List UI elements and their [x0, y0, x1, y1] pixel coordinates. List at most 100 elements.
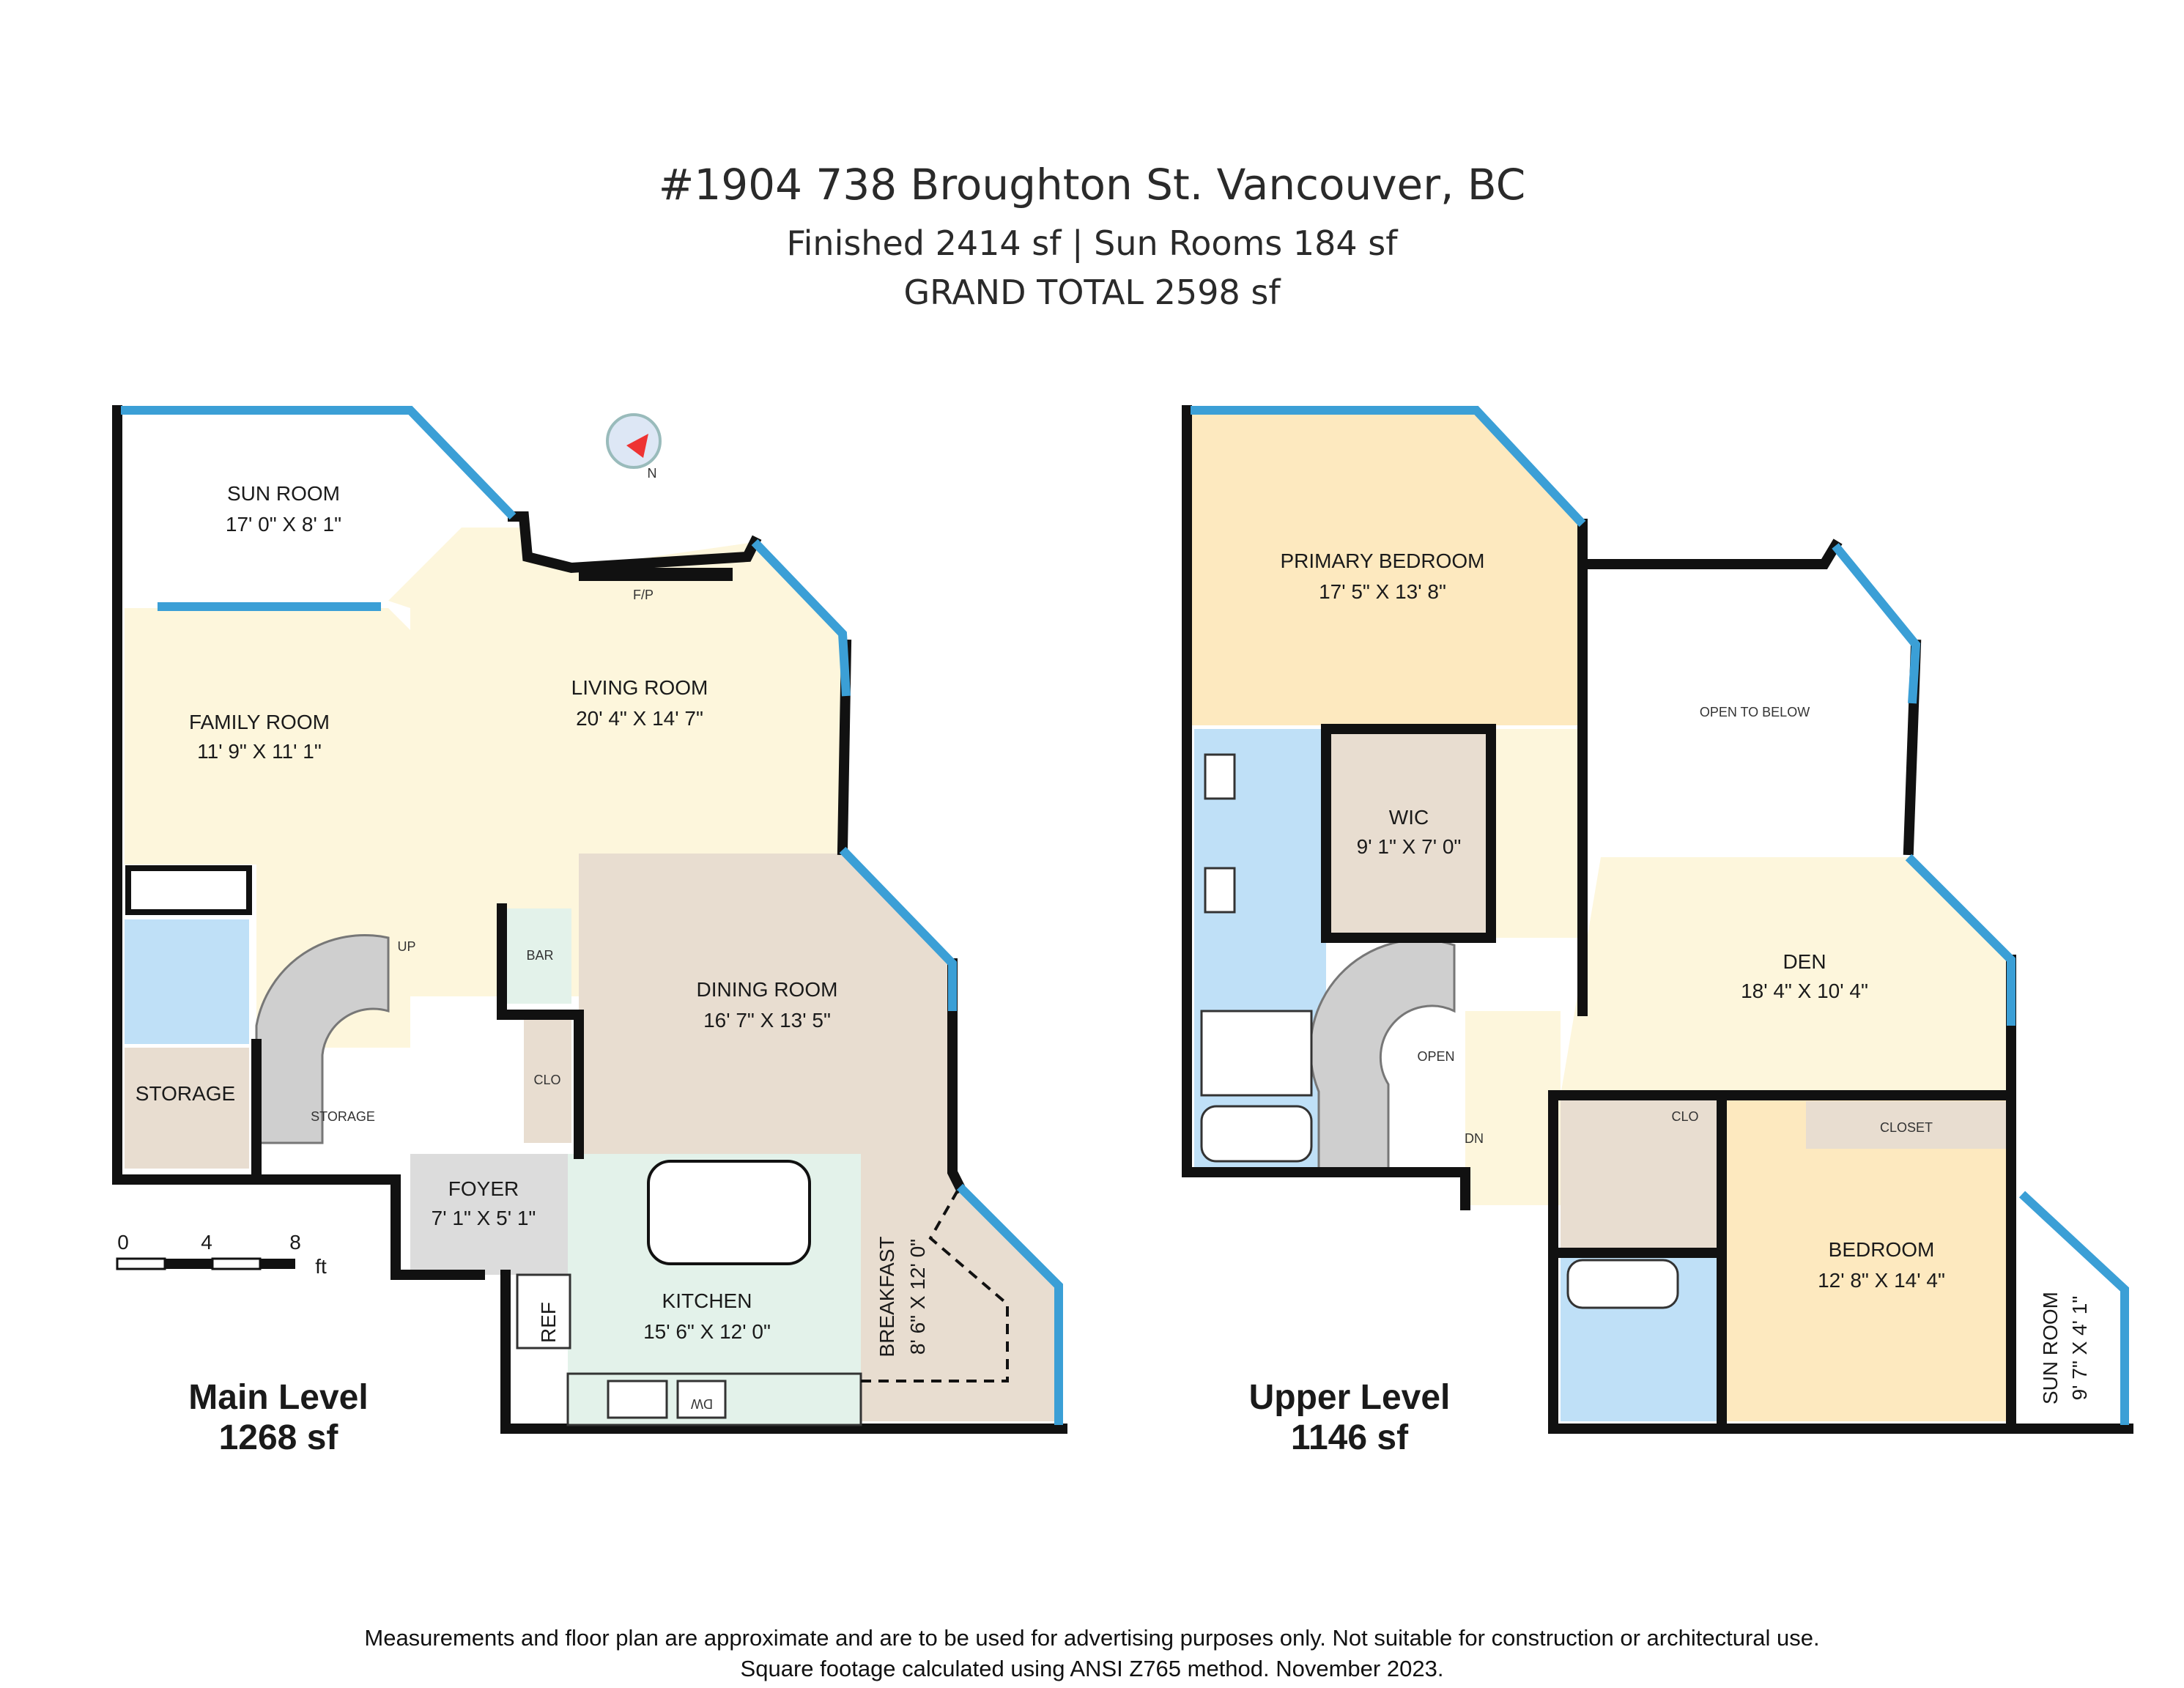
- main-wall-right: [947, 958, 967, 1194]
- dw-label: DW: [691, 1396, 713, 1411]
- closet-label: CLOSET: [1880, 1120, 1933, 1135]
- sun-room-dim: 17' 0" X 8' 1": [226, 513, 341, 536]
- dining-window: [839, 846, 957, 1011]
- living-room-fill: [388, 528, 843, 996]
- sun-room-window-top: [121, 406, 517, 520]
- den-dim: 18' 4" X 10' 4": [1741, 980, 1868, 1002]
- grand-total: GRAND TOTAL 2598 sf: [903, 273, 1281, 312]
- foyer-fill: [410, 1154, 568, 1275]
- main-wall-bottom: [500, 1270, 1067, 1434]
- breakfast-dashed: [861, 1186, 1009, 1382]
- living-room-label: LIVING ROOM: [571, 676, 708, 699]
- bar-label: BAR: [526, 948, 553, 963]
- foyer-dim: 7' 1" X 5' 1": [432, 1207, 536, 1229]
- upper-wall-top-right: [1585, 538, 1843, 569]
- open-below-window: [1832, 543, 1921, 704]
- dining-room-label: DINING ROOM: [697, 978, 838, 1001]
- upper-sun-room-fill: [2022, 1194, 2125, 1425]
- bedroom-dim: 12' 8" X 14' 4": [1818, 1269, 1945, 1292]
- dw-box: [676, 1380, 727, 1419]
- shower: [1200, 1010, 1313, 1097]
- wic-label: WIC: [1389, 806, 1429, 829]
- wic-fill: [1330, 729, 1487, 938]
- upper-wall-bottom: [1548, 1090, 2133, 1434]
- breakfast-fill: [861, 1154, 1059, 1421]
- upper-tub: [1566, 1259, 1679, 1309]
- compass-icon: N: [606, 413, 662, 481]
- fp-label: F/P: [633, 588, 654, 602]
- family-room-dim: 11' 9" X 11' 1": [197, 740, 322, 763]
- plan-title: #1904 738 Broughton St. Vancouver, BC: [658, 160, 1526, 210]
- disclaimer-line-1: Measurements and floor plan are approxim…: [364, 1625, 1820, 1651]
- upper-wall-left: [1182, 405, 1470, 1210]
- primary-bedroom-fill: [1187, 410, 1583, 725]
- dining-room-dim: 16' 7" X 13' 5": [703, 1009, 831, 1032]
- main-stair: [255, 933, 390, 1144]
- main-level-plan: N SUN ROOM 17' 0" X 8' 1" FAMILY ROOM 11…: [112, 405, 1067, 1434]
- bar-fill: [506, 908, 571, 1004]
- storage-small-label: STORAGE: [311, 1109, 375, 1124]
- wic-dim: 9' 1" X 7' 0": [1357, 835, 1462, 858]
- compass-n: N: [648, 466, 657, 481]
- up-label: UP: [397, 939, 415, 954]
- upper-sun-room-dim: 9' 7" X 4' 1": [2068, 1296, 2091, 1401]
- breakfast-label: BREAKFAST: [876, 1237, 898, 1358]
- vanity-2: [1204, 867, 1236, 914]
- bedroom-label: BEDROOM: [1829, 1238, 1935, 1261]
- shelf: [125, 865, 252, 915]
- scale-unit: ft: [315, 1255, 327, 1278]
- upper-clo-label: CLO: [1671, 1109, 1698, 1124]
- ref-label: REF: [537, 1302, 560, 1343]
- dn-label: DN: [1465, 1131, 1484, 1146]
- primary-bedroom-dim: 17' 5" X 13' 8": [1319, 580, 1446, 603]
- kitchen-label: KITCHEN: [662, 1289, 752, 1312]
- primary-window: [1191, 406, 1586, 528]
- foyer-label: FOYER: [448, 1177, 519, 1200]
- open-to-below-label: OPEN TO BELOW: [1700, 705, 1810, 719]
- upper-level-name: Upper Level: [1248, 1378, 1451, 1417]
- breakfast-dim: 8' 6" X 12' 0": [906, 1239, 929, 1355]
- upper-level-plan: PRIMARY BEDROOM 17' 5" X 13' 8" OPEN TO …: [1182, 405, 2133, 1434]
- sun-room-label: SUN ROOM: [227, 482, 340, 505]
- upper-stair: [1309, 939, 1456, 1170]
- vanity-1: [1204, 753, 1236, 800]
- main-wall-left: [112, 405, 485, 1280]
- living-window-right: [751, 538, 851, 697]
- breakfast-window: [956, 1183, 1063, 1425]
- storage-label: STORAGE: [136, 1082, 235, 1105]
- clo-label: CLO: [533, 1073, 560, 1087]
- main-level-name: Main Level: [188, 1378, 369, 1417]
- main-level-area: 1268 sf: [218, 1418, 338, 1457]
- kitchen-dim: 15' 6" X 12' 0": [643, 1320, 771, 1343]
- upper-level-title: Upper Level 1146 sf: [1203, 1377, 1496, 1458]
- hall-fill: [1491, 729, 1586, 938]
- upper-sun-room-label: SUN ROOM: [2039, 1292, 2062, 1404]
- area-summary: Finished 2414 sf | Sun Rooms 184 sf: [786, 223, 1398, 263]
- scale-tick-0: 0: [117, 1231, 129, 1254]
- scale-tick-4: 4: [201, 1231, 212, 1254]
- fireplace: [579, 568, 733, 581]
- family-room-label: FAMILY ROOM: [189, 711, 330, 733]
- den-label: DEN: [1783, 950, 1826, 973]
- main-level-title: Main Level 1268 sf: [132, 1377, 425, 1458]
- scale-tick-8: 8: [289, 1231, 301, 1254]
- upper-bath1-fill: [1561, 1095, 1718, 1253]
- interior-wall-2: [497, 903, 584, 1159]
- disclaimer-line-2: Square footage calculated using ANSI Z76…: [740, 1656, 1444, 1681]
- upper-sun-window: [2018, 1191, 2129, 1425]
- den-window: [1905, 854, 2015, 1026]
- dining-room-fill: [579, 854, 952, 1154]
- upper-wall-wic: [1321, 724, 1496, 943]
- sun-room-fill: [117, 410, 513, 601]
- clo-fill: [524, 1018, 571, 1143]
- open-below-fill: [1601, 546, 1916, 854]
- living-room-dim: 20' 4" X 14' 7": [576, 707, 703, 730]
- ref-box: [516, 1273, 571, 1350]
- open-label: OPEN: [1417, 1049, 1454, 1064]
- bedroom-fill: [1725, 1099, 2011, 1421]
- closet-fill: [1806, 1101, 2007, 1149]
- upper-level-area: 1146 sf: [1290, 1418, 1409, 1457]
- powder-bath-fill: [125, 919, 249, 1044]
- kitchen-island: [647, 1160, 811, 1265]
